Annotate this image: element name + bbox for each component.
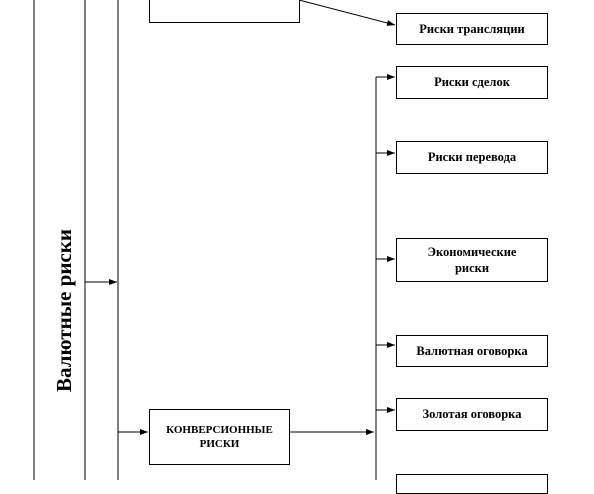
economic-risks-label: Экономические риски — [427, 244, 517, 275]
transfer-risks-box: Риски перевода — [396, 141, 548, 174]
gold-clause-box: Золотая оговорка — [396, 398, 548, 431]
diagram-title: Валютные риски — [44, 180, 84, 440]
translation-risks-label: Риски трансляции — [419, 21, 525, 36]
transaction-risks-box: Риски сделок — [396, 66, 548, 99]
currency-clause-box: Валютная оговорка — [396, 335, 548, 367]
translation-risks-box: Риски трансляции — [396, 13, 548, 45]
currency-clause-label: Валютная оговорка — [416, 343, 528, 358]
gold-clause-label: Золотая оговорка — [422, 407, 522, 422]
transfer-risks-label: Риски перевода — [427, 150, 517, 165]
diagonal-arrow-translation — [298, 0, 396, 26]
economic-risks-box: Экономические риски — [396, 238, 548, 282]
diagram-title-text: Валютные риски — [51, 228, 76, 392]
connector-lines — [33, 0, 396, 480]
conversion-risks-box: КОНВЕРСИОННЫЕ РИСКИ — [149, 409, 290, 465]
bottom-option-box — [396, 474, 548, 494]
transaction-risks-label: Риски сделок — [434, 75, 510, 90]
top-category-box — [149, 0, 300, 23]
conversion-risks-label: КОНВЕРСИОННЫЕ РИСКИ — [166, 423, 273, 450]
